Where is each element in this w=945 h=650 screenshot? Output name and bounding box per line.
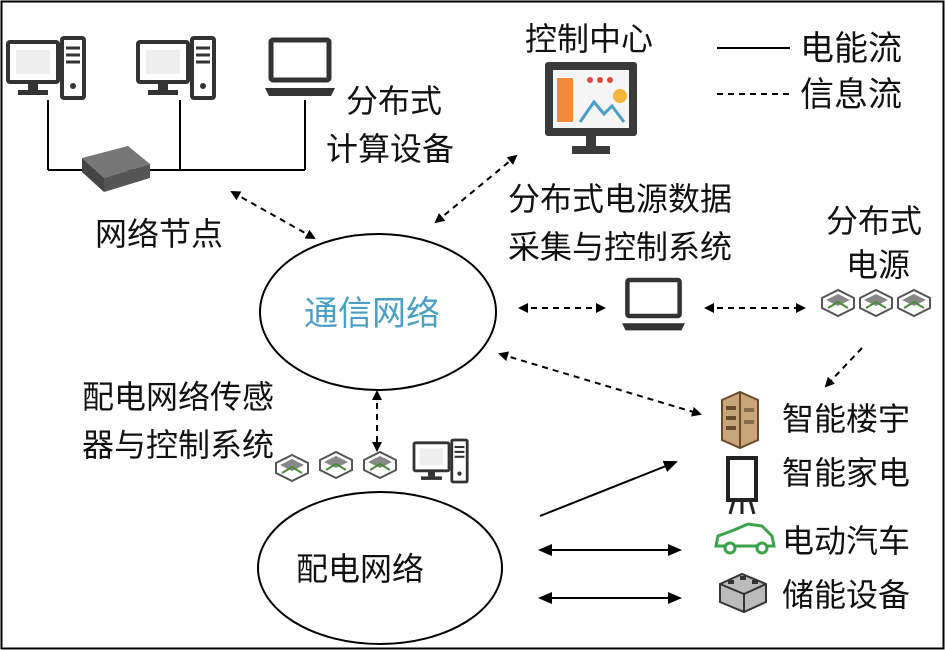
info-flow-arrows [230,154,863,452]
power-panel-icon [275,454,309,482]
label-network-node: 网络节点 [95,215,223,253]
network-switch-icon [82,146,150,192]
power-panel-icon [897,289,931,317]
power-panel-icon [319,451,353,479]
legend: 电能流 信息流 [717,29,902,115]
label-power-data-1: 分布式电源数据 [508,180,732,218]
label-distributed-computing-1: 分布式 [346,82,442,120]
arrow-power-to-building [824,347,863,388]
label-control-center: 控制中心 [525,20,653,58]
label-power-data-2: 采集与控制系统 [508,228,732,266]
desktop-computer-icon [136,36,216,100]
appliance-icon [726,456,758,515]
label-smart-building: 智能楼宇 [782,400,910,438]
laptop-icon [265,40,335,96]
label-smart-appliance: 智能家电 [782,454,910,492]
arrow-network-node [230,191,316,239]
label-distributed-computing-2: 计算设备 [326,130,454,168]
label-sensor-system-1: 配电网络传感 [82,378,274,416]
arrow-appliance [539,460,678,517]
legend-info-flow: 信息流 [800,75,902,115]
power-panel-icon [859,289,893,317]
control-monitor-icon [545,62,637,154]
building-icon [721,390,759,450]
power-panel-icon [363,451,397,479]
label-electric-vehicle: 电动汽车 [782,522,910,560]
label-storage: 储能设备 [782,576,910,614]
car-icon [714,522,776,555]
label-distributed-power-2: 电源 [846,246,910,284]
label-sensor-system-2: 器与控制系统 [82,426,274,464]
legend-power-flow: 电能流 [800,29,902,69]
label-distribution-network: 配电网络 [296,550,424,588]
label-comm-network: 通信网络 [304,294,440,334]
label-distributed-power-1: 分布式 [826,202,922,240]
desktop-computer-icon [6,36,86,100]
battery-icon [719,572,767,614]
arrow-smart-building [498,351,702,417]
desktop-computer-icon [412,438,469,484]
power-flow-arrows [538,460,682,604]
power-panel-icon [821,289,855,317]
distribution-network-ellipse [257,491,503,645]
laptop-icon [622,280,685,330]
